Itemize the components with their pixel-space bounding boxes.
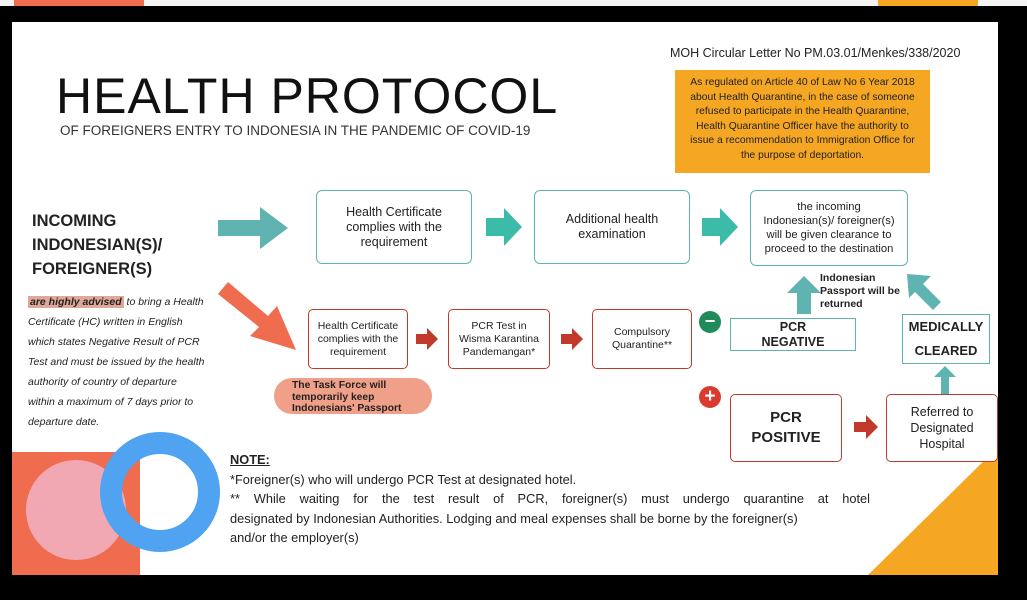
advice-line: to bring a Health xyxy=(123,296,204,308)
teal-arrow-up-icon xyxy=(787,276,821,314)
box-line: Designated xyxy=(910,421,974,435)
box-line: Hospital xyxy=(919,437,965,451)
decor-orange-triangle xyxy=(868,447,998,575)
red-arrow-icon xyxy=(416,328,438,350)
red-arrow-icon xyxy=(561,328,583,350)
box-line: the incoming xyxy=(797,201,861,213)
regulation-line: refused to participate in the Health Qua… xyxy=(695,106,910,118)
plus-icon: + xyxy=(699,386,721,408)
teal-arrow-icon xyxy=(702,208,738,246)
regulation-line: As regulated on Article 40 of Law No 6 Y… xyxy=(690,77,915,88)
box-line: Referred to xyxy=(910,405,974,419)
page-title: HEALTH PROTOCOL xyxy=(56,68,559,124)
box-line: examination xyxy=(578,227,646,241)
top-strip xyxy=(0,0,1027,6)
advice-line: within a maximum of 7 days prior to xyxy=(28,396,194,408)
task-force-note: The Task Force will temporarily keep Ind… xyxy=(274,378,432,414)
note-heading: NOTE: xyxy=(230,452,270,467)
box-line: proceed to the destination xyxy=(764,243,894,255)
box-line: requirement xyxy=(360,234,428,249)
regulation-line: issue a recommendation to Immigration Of… xyxy=(690,135,915,147)
incoming-heading: INCOMING INDONESIAN(S)/ FOREIGNER(S) xyxy=(32,209,162,281)
advice-line: which states Negative Result of PCR xyxy=(28,336,200,348)
regulation-line: Health Quarantine Officer have the autho… xyxy=(696,120,909,132)
advice-highlight: are highly advised xyxy=(28,296,124,308)
decor-blue-ring xyxy=(100,432,220,552)
advice-line: Certificate (HC) written in English xyxy=(28,316,183,328)
note-line: ** While waiting for the test result of … xyxy=(230,491,870,506)
page-subtitle: OF FOREIGNERS ENTRY TO INDONESIA IN THE … xyxy=(60,123,531,138)
note-section: NOTE: *Foreigner(s) who will undergo PCR… xyxy=(230,450,870,548)
pcr-negative-box: PCR NEGATIVE xyxy=(730,318,856,351)
advice-line: authority of country of departure xyxy=(28,376,177,388)
note-line: and/or the employer(s) xyxy=(230,530,359,545)
bottom-step-quarantine: Compulsory Quarantine** xyxy=(592,309,692,369)
box-line: MEDICALLY xyxy=(908,319,984,334)
bottom-step-health-certificate: Health Certificate complies with the req… xyxy=(308,309,408,369)
red-arrow-icon xyxy=(854,415,878,439)
medically-cleared-box: MEDICALLY CLEARED xyxy=(902,314,990,364)
advice-line-first: are highly advised to bring a Health xyxy=(28,292,228,312)
regulation-line: about Health Quarantine, in the case of … xyxy=(690,91,915,103)
box-line: Passport will be xyxy=(820,285,900,297)
box-line: Indonesian xyxy=(820,272,876,284)
teal-arrow-icon xyxy=(486,208,522,246)
box-line: will be given clearance to xyxy=(766,229,892,241)
regulation-line: the purpose of deportation. xyxy=(740,149,865,161)
box-line: Indonesian(s)/ foreigner(s) xyxy=(763,215,895,227)
box-line: returned xyxy=(820,298,863,310)
advice-line: Test and must be issued by the health xyxy=(28,356,205,368)
box-line: PCR xyxy=(770,409,802,426)
incoming-heading-line: INCOMING xyxy=(32,212,117,230)
box-line: PCR Test in xyxy=(471,319,527,332)
box-line: temporarily keep xyxy=(292,391,375,403)
passport-returned-label: Indonesian Passport will be returned xyxy=(820,272,900,311)
top-step-additional-exam: Additional health examination xyxy=(534,190,690,264)
box-line: Health Certificate xyxy=(317,319,399,332)
box-line: requirement xyxy=(329,345,386,358)
regulation-note: As regulated on Article 40 of Law No 6 Y… xyxy=(675,70,930,173)
box-line: Compulsory xyxy=(613,326,671,338)
pcr-positive-box: PCR POSITIVE xyxy=(730,394,842,462)
box-line: Quarantine** xyxy=(611,339,673,351)
slide: MOH Circular Letter No PM.03.01/Menkes/3… xyxy=(12,22,998,575)
teal-arrow-up-icon xyxy=(934,366,956,394)
box-line: Wisma Karantina xyxy=(459,332,539,345)
box-line: The Task Force will xyxy=(292,380,387,391)
box-line: Pandemangan* xyxy=(462,345,536,358)
box-line: POSITIVE xyxy=(751,429,821,446)
teal-arrow-right-icon xyxy=(218,207,288,249)
box-line: CLEARED xyxy=(914,343,978,358)
box-line: complies with the xyxy=(346,219,442,234)
incoming-heading-line: INDONESIAN(S)/ xyxy=(32,236,163,254)
incoming-heading-line: FOREIGNER(S) xyxy=(32,260,153,278)
box-line: PCR xyxy=(779,319,807,334)
box-line: NEGATIVE xyxy=(761,334,825,349)
circular-reference: MOH Circular Letter No PM.03.01/Menkes/3… xyxy=(670,46,961,60)
top-accent-left xyxy=(14,0,144,6)
box-line: Health Certificate xyxy=(346,204,442,219)
top-step-clearance: the incoming Indonesian(s)/ foreigner(s)… xyxy=(750,190,908,266)
advice-text: are highly advised to bring a Health Cer… xyxy=(28,292,228,432)
top-accent-right xyxy=(878,0,978,6)
advice-line: departure date. xyxy=(28,416,100,428)
top-step-health-certificate: Health Certificate complies with the req… xyxy=(316,190,472,264)
note-line: *Foreigner(s) who will undergo PCR Test … xyxy=(230,471,577,487)
coral-arrow-diagonal-icon xyxy=(218,282,296,350)
referred-hospital-box: Referred to Designated Hospital xyxy=(886,394,998,462)
box-line: Indonesians' Passport xyxy=(292,403,402,414)
teal-arrow-diagonal-icon xyxy=(907,274,941,310)
box-line: Additional health xyxy=(565,212,659,226)
bottom-step-pcr-test: PCR Test in Wisma Karantina Pandemangan* xyxy=(448,309,550,369)
box-line: complies with the xyxy=(317,332,399,345)
note-line: designated by Indonesian Authorities. Lo… xyxy=(230,510,798,526)
minus-icon: − xyxy=(699,311,721,333)
